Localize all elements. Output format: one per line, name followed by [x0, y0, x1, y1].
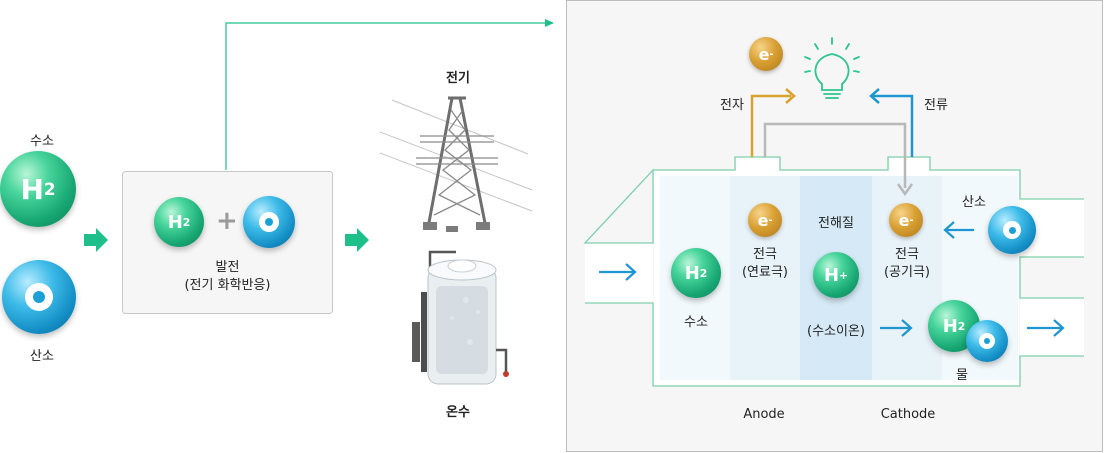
cell-hydrogen-label: 수소 — [684, 315, 708, 330]
electron-anode: e- — [748, 203, 782, 237]
electron-label: 전자 — [720, 98, 744, 113]
current-label: 전류 — [924, 98, 948, 113]
cathode-electrode-label: 전극 — [895, 247, 919, 262]
hot-water-label: 온수 — [446, 405, 470, 420]
cell-oxygen — [988, 206, 1036, 254]
generation-sub-label: (전기 화학반응) — [184, 278, 271, 293]
electron-cathode: e- — [889, 203, 923, 237]
cathode-label: Cathode — [880, 407, 936, 422]
hydrogen-label: 수소 — [30, 134, 54, 149]
cell-oxygen-label: 산소 — [962, 195, 986, 210]
external-wire — [763, 122, 907, 188]
anode-electrode-sub: (연료극) — [741, 265, 789, 280]
anode-electrode-label: 전극 — [753, 247, 777, 262]
proton-label: (수소이온) — [807, 324, 865, 339]
proton-flow-arrow — [880, 319, 913, 337]
electron-top: e- — [749, 37, 783, 71]
generation-oxygen — [243, 196, 295, 248]
water-outflow-arrow — [1027, 319, 1065, 337]
light-bulb-icon — [804, 37, 860, 99]
generation-label: 발전 — [215, 260, 240, 275]
flow-arrow-left — [84, 228, 108, 252]
flow-arrow-right — [345, 228, 369, 252]
cathode-electrode-sub: (공기극) — [883, 265, 931, 280]
electrolyte-label: 전해질 — [818, 216, 854, 231]
proton: H+ — [813, 252, 859, 298]
water-oxygen — [966, 320, 1008, 362]
power-tower-icon — [379, 96, 533, 232]
connector-line — [225, 19, 554, 170]
anode-label: Anode — [743, 407, 785, 422]
electron-path — [750, 94, 791, 157]
current-path — [873, 94, 914, 157]
oxygen-molecule — [2, 260, 76, 334]
electricity-label: 전기 — [446, 71, 470, 86]
hydrogen-inflow-arrow — [599, 263, 637, 281]
oxygen-inflow-arrow — [943, 221, 974, 239]
oxygen-label: 산소 — [30, 349, 54, 364]
plus-sign: + — [216, 206, 238, 236]
h2-symbol: H — [20, 172, 44, 206]
water-label: 물 — [956, 368, 968, 383]
hot-water-tank-icon — [412, 250, 509, 385]
